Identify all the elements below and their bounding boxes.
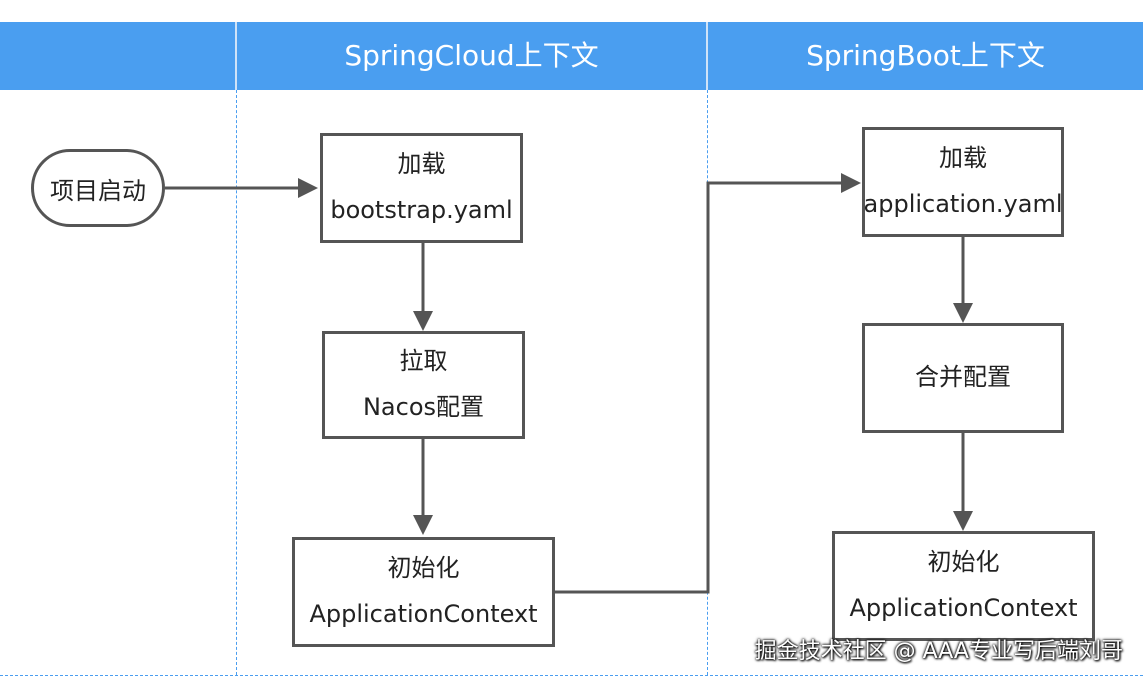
arrow-cloud-init-to-load-application (555, 181, 843, 594)
arrowhead (413, 311, 433, 331)
step-subtitle: ApplicationContext (849, 594, 1078, 622)
header-divider (235, 22, 237, 90)
header-divider (706, 22, 708, 90)
step-title: 初始化 (927, 548, 1000, 577)
step-load-bootstrap-yaml: 加载 bootstrap.yaml (320, 133, 523, 243)
step-init-springboot-context: 初始化 ApplicationContext (832, 531, 1095, 641)
start-node-label: 项目启动 (50, 176, 146, 205)
arrowhead (953, 511, 973, 531)
step-subtitle: ApplicationContext (309, 600, 538, 628)
springboot-context-header: SpringBoot上下文 (806, 39, 1045, 72)
step-subtitle: application.yaml (863, 190, 1063, 218)
header-band (0, 22, 1143, 90)
start-node-project-launch: 项目启动 (31, 149, 165, 227)
step-subtitle: bootstrap.yaml (330, 196, 513, 224)
step-load-application-yaml: 加载 application.yaml (862, 127, 1064, 237)
arrowhead (413, 515, 433, 535)
step-title: 加载 (939, 144, 987, 173)
step-title: 合并配置 (915, 363, 1011, 392)
bottom-border-line (0, 675, 1143, 676)
step-pull-nacos-config: 拉取 Nacos配置 (322, 331, 525, 439)
column-divider-line (236, 90, 237, 675)
springcloud-context-header: SpringCloud上下文 (344, 39, 599, 72)
arrowhead (298, 178, 318, 198)
step-merge-config: 合并配置 (862, 323, 1064, 433)
step-title: 拉取 (399, 347, 448, 376)
step-title: 加载 (397, 150, 446, 179)
watermark-text: 掘金技术社区 @ AAA专业写后端刘哥 (754, 639, 1123, 664)
step-subtitle: Nacos配置 (362, 393, 485, 421)
arrowhead (953, 303, 973, 323)
arrowhead (841, 173, 861, 193)
step-init-springcloud-context: 初始化 ApplicationContext (292, 537, 555, 647)
step-title: 初始化 (387, 554, 460, 583)
